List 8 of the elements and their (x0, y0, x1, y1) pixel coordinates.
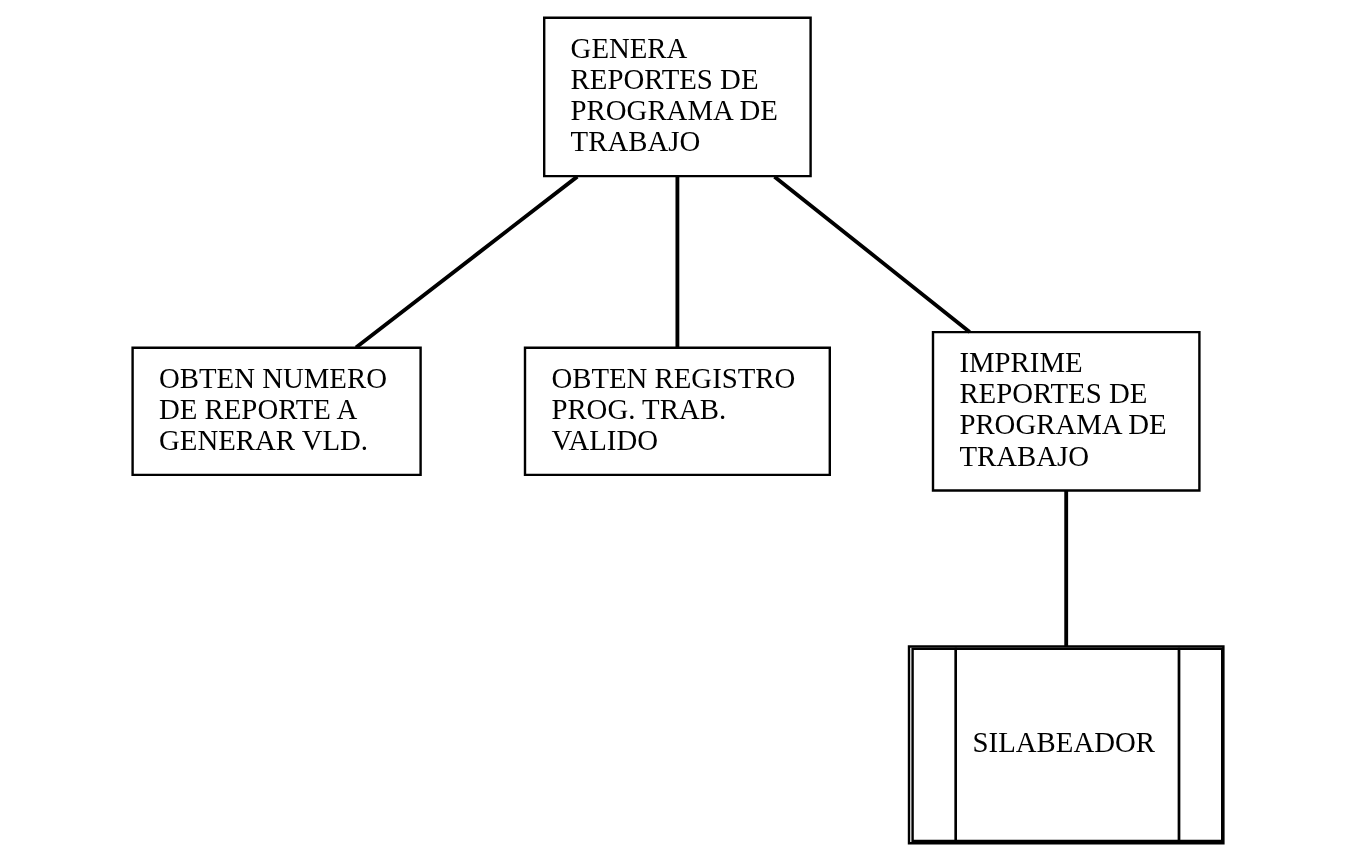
node-box: OBTEN NUMERO DE REPORTE A GENERAR VLD. (131, 346, 422, 477)
connector (1064, 490, 1069, 647)
connector (354, 175, 579, 350)
node-box: GENERA REPORTES DE PROGRAMA DE TRABAJO (543, 16, 812, 178)
node-box: IMPRIME REPORTES DE PROGRAMA DE TRABAJO (931, 330, 1201, 492)
node-box: OBTEN REGISTRO PROG. TRAB. VALIDO (523, 346, 831, 477)
connector (675, 176, 680, 348)
connector (773, 175, 971, 334)
